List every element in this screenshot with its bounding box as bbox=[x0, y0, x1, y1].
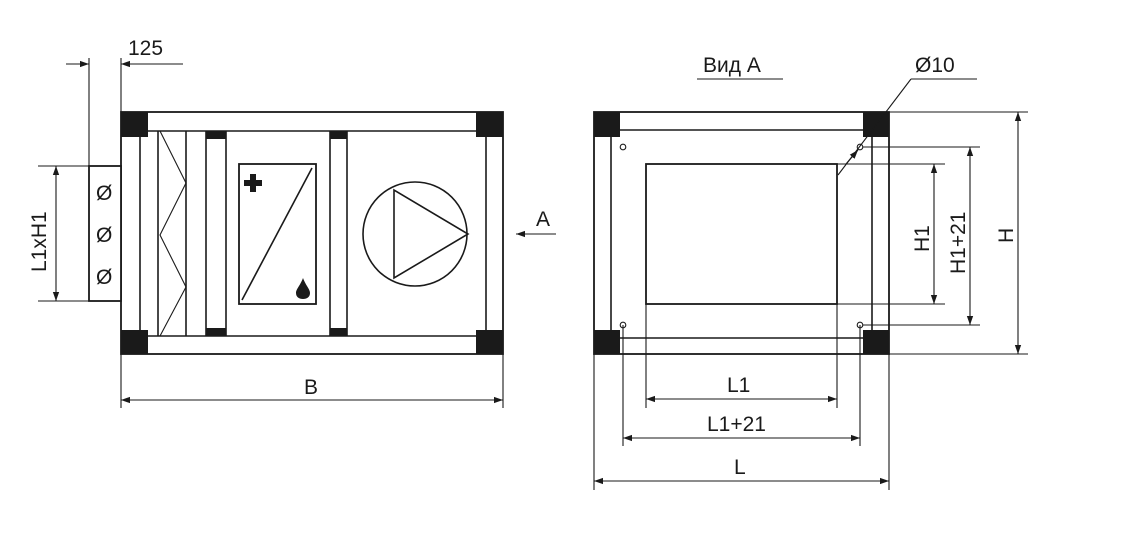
side-view: Ø Ø Ø bbox=[28, 37, 556, 408]
bolt-symbol: Ø bbox=[96, 224, 112, 247]
dimension-b: B bbox=[304, 376, 318, 399]
water-drop-icon bbox=[296, 278, 310, 299]
bolt-symbol: Ø bbox=[96, 266, 112, 289]
view-arrow-label: A bbox=[536, 208, 550, 231]
dimension-h1-21: H1+21 bbox=[947, 212, 970, 274]
fan-symbol-icon bbox=[362, 181, 470, 287]
dimension-l1xh1: L1xH1 bbox=[28, 211, 51, 272]
front-view: Вид А Ø10 H1 H1+21 bbox=[593, 54, 1028, 490]
filter-section bbox=[157, 130, 187, 337]
mounting-hole bbox=[619, 143, 627, 151]
dimension-l1: L1 bbox=[727, 374, 750, 397]
view-title: Вид А bbox=[703, 54, 761, 77]
dimension-h1: H1 bbox=[911, 225, 934, 252]
coil-section bbox=[238, 163, 317, 305]
flange-bolts: Ø Ø Ø bbox=[96, 182, 112, 289]
dimension-l1-21: L1+21 bbox=[707, 413, 766, 436]
dimension-l: L bbox=[734, 456, 746, 479]
air-opening bbox=[645, 163, 838, 305]
mounting-hole bbox=[856, 143, 864, 151]
plus-icon bbox=[244, 174, 262, 192]
bolt-symbol: Ø bbox=[96, 182, 112, 205]
dimension-h: H bbox=[995, 228, 1018, 243]
dimension-hole-diameter: Ø10 bbox=[915, 54, 955, 77]
inlet-flange bbox=[88, 165, 122, 302]
filter-symbol-icon bbox=[159, 130, 187, 337]
dimension-125: 125 bbox=[128, 37, 163, 60]
